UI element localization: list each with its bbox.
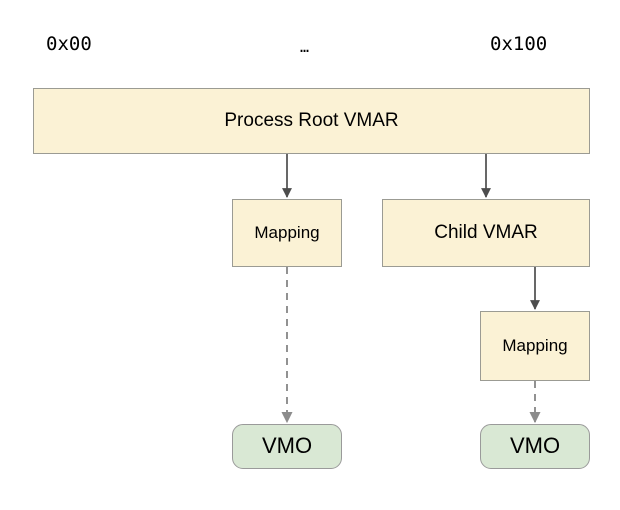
node-label-vmo-left: VMO xyxy=(261,433,313,459)
node-label-vmo-right: VMO xyxy=(509,433,561,459)
address-label-end: 0x100 xyxy=(490,33,548,55)
address-label-start: 0x00 xyxy=(46,33,92,55)
node-vmo-right[interactable]: VMO xyxy=(480,424,590,469)
node-mapping-right[interactable]: Mapping xyxy=(480,311,590,381)
node-label-child-vmar: Child VMAR xyxy=(434,221,538,243)
node-label-mapping-right: Mapping xyxy=(502,335,568,355)
node-child-vmar[interactable]: Child VMAR xyxy=(382,199,590,267)
node-label-process-root-vmar: Process Root VMAR xyxy=(224,109,399,131)
node-vmo-left[interactable]: VMO xyxy=(232,424,342,469)
node-mapping-left[interactable]: Mapping xyxy=(232,199,342,267)
address-label-ellipsis: … xyxy=(300,38,310,56)
node-label-mapping-left: Mapping xyxy=(254,222,320,242)
node-process-root-vmar[interactable]: Process Root VMAR xyxy=(33,88,590,154)
